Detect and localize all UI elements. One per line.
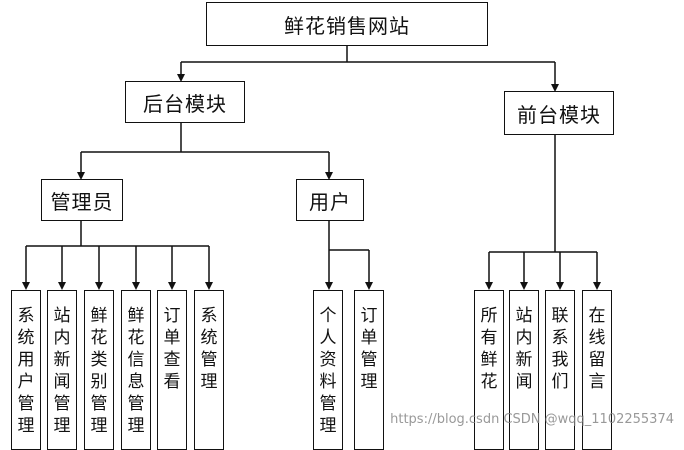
label-char: 花 bbox=[480, 372, 498, 392]
frontend-leaf-site-news: 站内新闻 bbox=[509, 290, 539, 450]
admin-leaf-flower-categories: 鲜花类别管理 bbox=[84, 290, 114, 450]
admin-leaf-label: 鲜花信息管理 bbox=[122, 305, 150, 437]
admin-leaf-label: 系统管理 bbox=[195, 305, 223, 393]
label-char: 管 bbox=[17, 394, 35, 414]
admin-leaf-label: 系统用户管理 bbox=[12, 305, 40, 437]
label-char: 户 bbox=[17, 372, 35, 392]
label-char: 系 bbox=[200, 306, 218, 326]
label-char: 息 bbox=[127, 372, 145, 392]
label-char: 鲜 bbox=[90, 306, 108, 326]
label-char: 理 bbox=[200, 372, 218, 392]
csdn-watermark: https://blog.csdn CSDN @wqq_1102255374 bbox=[390, 412, 674, 427]
label-char: 内 bbox=[53, 328, 71, 348]
user-leaf-label: 个人资料管理 bbox=[314, 305, 342, 437]
connector-lines bbox=[22, 46, 601, 290]
backend-module-node: 后台模块 bbox=[125, 81, 245, 123]
label-char: 闻 bbox=[53, 372, 71, 392]
frontend-leaf-label: 联系我们 bbox=[546, 305, 574, 393]
label-char: 用 bbox=[17, 350, 35, 370]
label-char: 鲜 bbox=[480, 350, 498, 370]
label-char: 理 bbox=[360, 372, 378, 392]
label-char: 料 bbox=[319, 372, 337, 392]
label-char: 单 bbox=[360, 328, 378, 348]
label-char: 闻 bbox=[515, 372, 533, 392]
admin-leaf-system-admin: 系统管理 bbox=[194, 290, 224, 450]
label-char: 新 bbox=[515, 350, 533, 370]
root-label: 鲜花销售网站 bbox=[284, 13, 410, 38]
frontend-leaf-label: 在线留言 bbox=[583, 305, 611, 393]
label-char: 言 bbox=[588, 372, 606, 392]
label-char: 留 bbox=[588, 350, 606, 370]
label-char: 管 bbox=[127, 394, 145, 414]
label-char: 站 bbox=[53, 306, 71, 326]
admin-leaf-system-users: 系统用户管理 bbox=[11, 290, 41, 450]
label-char: 理 bbox=[53, 416, 71, 436]
label-char: 人 bbox=[319, 328, 337, 348]
label-char: 单 bbox=[163, 328, 181, 348]
label-char: 信 bbox=[127, 350, 145, 370]
admin-leaf-site-news: 站内新闻管理 bbox=[47, 290, 77, 450]
label-char: 看 bbox=[163, 372, 181, 392]
label-char: 新 bbox=[53, 350, 71, 370]
frontend-leaf-online-message: 在线留言 bbox=[582, 290, 612, 450]
admin-leaf-flower-info: 鲜花信息管理 bbox=[121, 290, 151, 450]
label-char: 理 bbox=[319, 416, 337, 436]
label-char: 订 bbox=[360, 306, 378, 326]
label-char: 资 bbox=[319, 350, 337, 370]
label-char: 统 bbox=[17, 328, 35, 348]
label-char: 理 bbox=[127, 416, 145, 436]
admin-leaf-label: 站内新闻管理 bbox=[48, 305, 76, 437]
label-char: 系 bbox=[17, 306, 35, 326]
label-char: 管 bbox=[360, 350, 378, 370]
label-char: 有 bbox=[480, 328, 498, 348]
frontend-module-label: 前台模块 bbox=[517, 102, 601, 127]
label-char: 个 bbox=[319, 306, 337, 326]
label-char: 类 bbox=[90, 350, 108, 370]
admin-leaf-label: 订单查看 bbox=[158, 305, 186, 393]
label-char: 理 bbox=[90, 416, 108, 436]
root-node: 鲜花销售网站 bbox=[206, 2, 488, 46]
label-char: 鲜 bbox=[127, 306, 145, 326]
label-char: 站 bbox=[515, 306, 533, 326]
label-char: 所 bbox=[480, 306, 498, 326]
label-char: 花 bbox=[90, 328, 108, 348]
frontend-leaf-contact-us: 联系我们 bbox=[545, 290, 575, 450]
user-leaf-orders: 订单管理 bbox=[354, 290, 384, 450]
label-char: 管 bbox=[90, 394, 108, 414]
label-char: 我 bbox=[551, 350, 569, 370]
label-char: 管 bbox=[200, 350, 218, 370]
user-label: 用户 bbox=[309, 189, 351, 214]
frontend-leaf-all-flowers: 所有鲜花 bbox=[474, 290, 504, 450]
label-char: 管 bbox=[53, 394, 71, 414]
label-char: 在 bbox=[588, 306, 606, 326]
frontend-leaf-label: 站内新闻 bbox=[510, 305, 538, 393]
admin-leaf-label: 鲜花类别管理 bbox=[85, 305, 113, 437]
label-char: 内 bbox=[515, 328, 533, 348]
label-char: 管 bbox=[319, 394, 337, 414]
frontend-module-node: 前台模块 bbox=[504, 91, 614, 135]
label-char: 联 bbox=[551, 306, 569, 326]
label-char: 花 bbox=[127, 328, 145, 348]
user-leaf-label: 订单管理 bbox=[355, 305, 383, 393]
label-char: 理 bbox=[17, 416, 35, 436]
frontend-leaf-label: 所有鲜花 bbox=[475, 305, 503, 393]
label-char: 订 bbox=[163, 306, 181, 326]
label-char: 别 bbox=[90, 372, 108, 392]
user-node: 用户 bbox=[296, 179, 364, 221]
label-char: 查 bbox=[163, 350, 181, 370]
label-char: 们 bbox=[551, 372, 569, 392]
admin-label: 管理员 bbox=[50, 189, 114, 214]
admin-node: 管理员 bbox=[41, 179, 123, 221]
backend-module-label: 后台模块 bbox=[143, 91, 227, 116]
admin-leaf-order-view: 订单查看 bbox=[157, 290, 187, 450]
label-char: 系 bbox=[551, 328, 569, 348]
label-char: 线 bbox=[588, 328, 606, 348]
label-char: 统 bbox=[200, 328, 218, 348]
user-leaf-profile: 个人资料管理 bbox=[313, 290, 343, 450]
